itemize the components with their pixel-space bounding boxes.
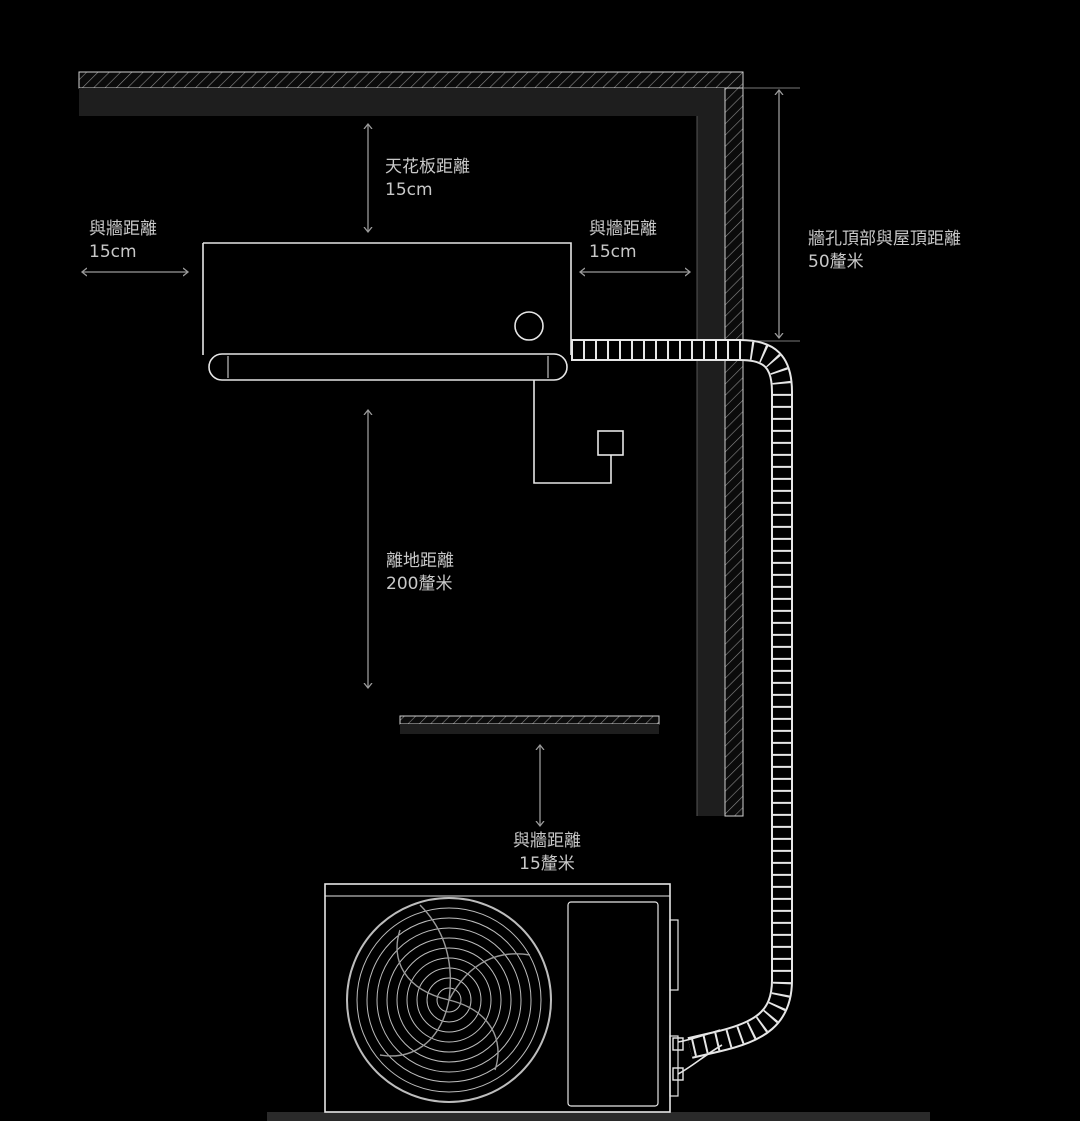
outdoor-unit bbox=[324, 883, 679, 1113]
right-wall bbox=[696, 87, 744, 817]
ceiling-distance-title: 天花板距離 bbox=[385, 157, 470, 177]
ceiling-distance-label: 天花板距離 15cm bbox=[385, 156, 470, 202]
power-cable bbox=[533, 380, 624, 484]
wall-left-distance-title: 與牆距離 bbox=[89, 219, 157, 239]
outdoor-wall-shelf bbox=[399, 715, 660, 734]
floor-distance-title: 離地距離 bbox=[386, 551, 454, 571]
indoor-unit-indicator-icon bbox=[514, 311, 544, 341]
wall-right-distance-value: 15cm bbox=[589, 242, 637, 262]
hole-top-distance-title: 牆孔頂部與屋頂距離 bbox=[808, 229, 961, 249]
wall-right-distance-label: 與牆距離 15cm bbox=[589, 218, 657, 264]
ceiling bbox=[78, 71, 744, 116]
wall-left-distance-value: 15cm bbox=[89, 242, 137, 262]
floor-distance-label: 離地距離 200釐米 bbox=[386, 550, 454, 596]
outdoor-wall-distance-value: 15釐米 bbox=[519, 854, 575, 874]
refrigerant-pipe bbox=[571, 339, 793, 1081]
indoor-unit bbox=[202, 242, 572, 381]
outdoor-wall-distance-title: 與牆距離 bbox=[513, 831, 581, 851]
wall-left-distance-label: 與牆距離 15cm bbox=[89, 218, 157, 264]
power-socket-icon bbox=[597, 430, 624, 456]
hole-top-distance-value: 50釐米 bbox=[808, 252, 864, 272]
outdoor-unit-side-panel bbox=[567, 901, 659, 1107]
outdoor-wall-distance-label: 與牆距離 15釐米 bbox=[500, 830, 594, 876]
floor-distance-value: 200釐米 bbox=[386, 574, 453, 594]
hole-top-distance-label: 牆孔頂部與屋頂距離 50釐米 bbox=[808, 228, 961, 274]
outdoor-unit-fan-icon bbox=[346, 897, 552, 1103]
wall-right-distance-title: 與牆距離 bbox=[589, 219, 657, 239]
ground-line bbox=[267, 1112, 930, 1121]
ceiling-distance-value: 15cm bbox=[385, 180, 433, 200]
